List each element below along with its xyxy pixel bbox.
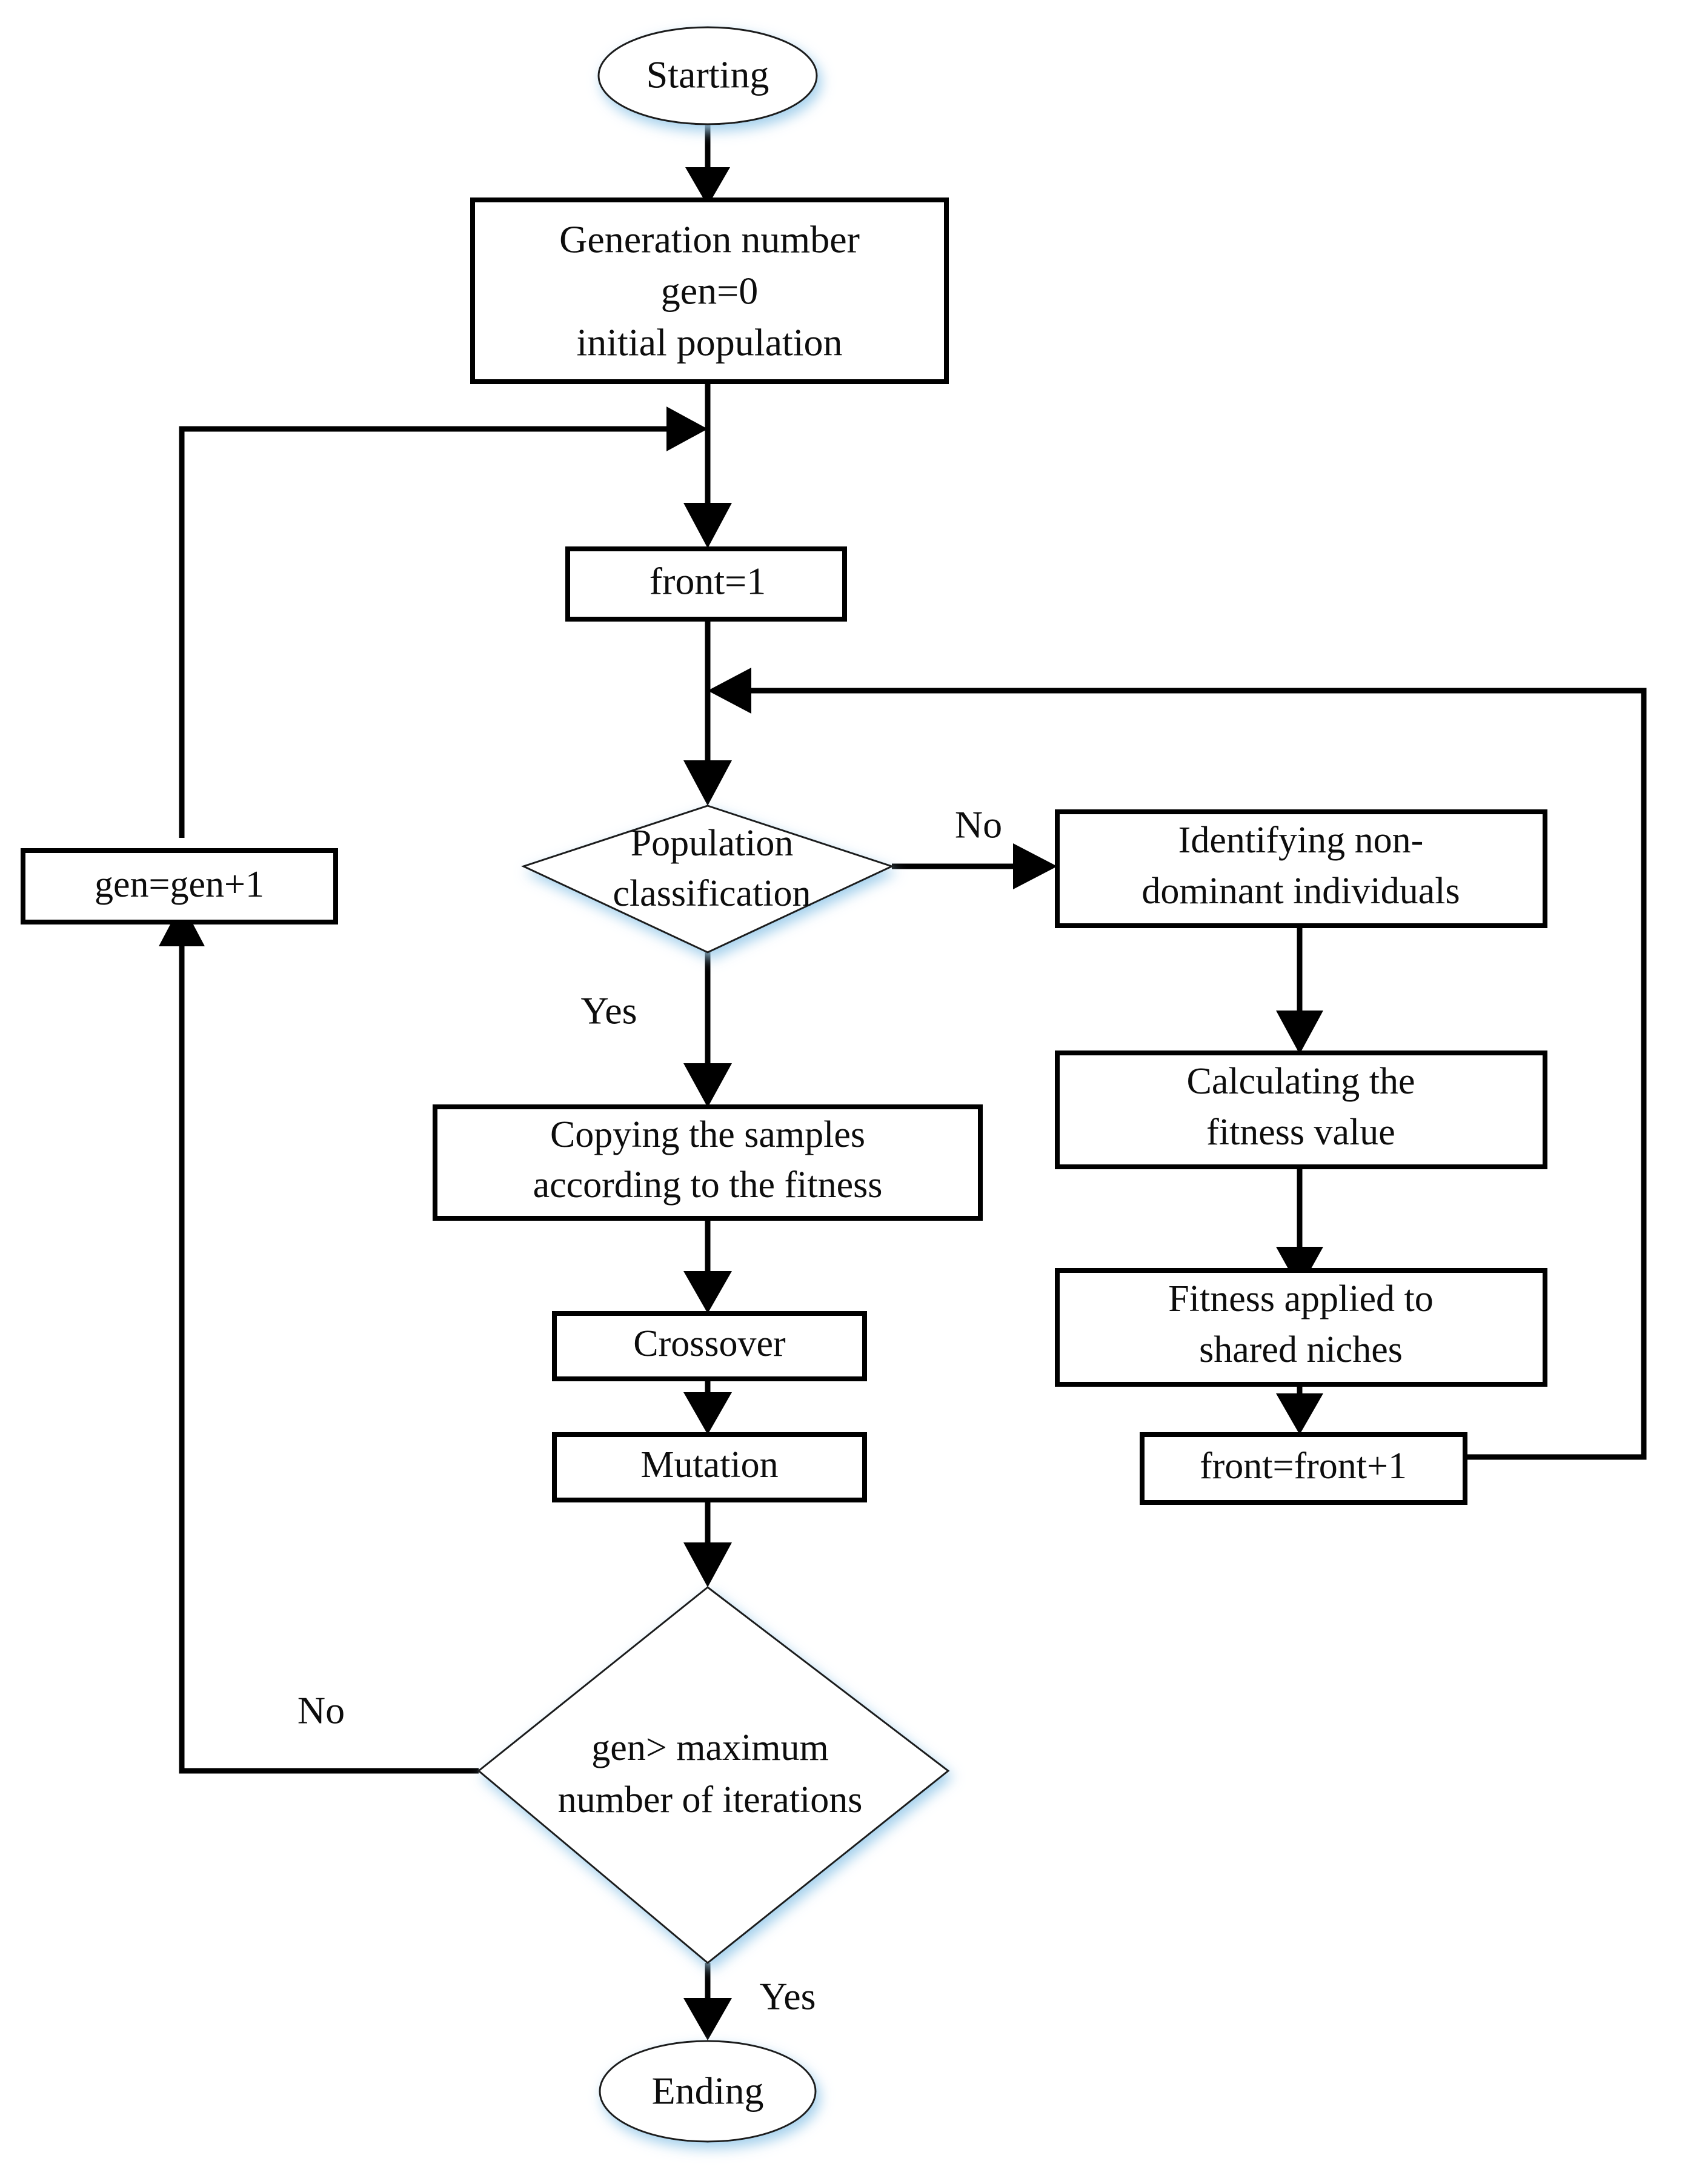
node-decision-iterations-line1: gen> maximum [591, 1727, 828, 1768]
edge-label-population-no: No [955, 803, 1002, 846]
node-end-label: Ending [652, 2069, 764, 2113]
edge-identify-to-calc [1276, 926, 1323, 1054]
node-front-increment[interactable]: front=front+1 [1140, 1432, 1467, 1505]
node-identify-line2: dominant individuals [1141, 871, 1460, 912]
node-calc-fitness[interactable]: Calculating the fitness value [1055, 1051, 1547, 1169]
node-calc-fitness-line1: Calculating the [1186, 1061, 1415, 1102]
node-init[interactable]: Generation number gen=0 initial populati… [470, 197, 949, 384]
node-mutation-label: Mutation [640, 1444, 778, 1485]
edge-mutation-to-decision [683, 1492, 732, 1587]
node-init-line3: initial population [576, 321, 842, 364]
edge-start-to-init [685, 124, 730, 206]
edge-population-no [892, 843, 1057, 889]
edge-iterations-yes [683, 1963, 732, 2040]
node-gen-increment-label: gen=gen+1 [95, 864, 264, 905]
edge-init-to-front1 [683, 382, 732, 548]
edge-label-iterations-yes: Yes [759, 1975, 816, 2018]
edge-front1-to-decision [683, 619, 732, 806]
node-identify[interactable]: Identifying non- dominant individuals [1055, 809, 1547, 928]
node-mutation[interactable]: Mutation [552, 1432, 867, 1502]
node-decision-population-line1: Population [631, 823, 794, 864]
node-init-line1: Generation number [559, 218, 860, 261]
node-calc-fitness-line2: fitness value [1206, 1112, 1395, 1153]
node-front-init-label: front=1 [650, 560, 766, 603]
edge-iterations-no [159, 903, 479, 1774]
node-front-init[interactable]: front=1 [565, 546, 847, 622]
node-identify-line1: Identifying non- [1178, 820, 1424, 861]
edge-niches-to-front-increment [1276, 1384, 1323, 1435]
edge-gen-increment-return [179, 407, 708, 838]
edge-label-iterations-no: No [297, 1689, 345, 1732]
node-decision-population-line2: classification [613, 873, 811, 914]
node-init-line2: gen=0 [661, 270, 759, 313]
node-shared-niches-line2: shared niches [1199, 1329, 1403, 1370]
node-copying-line2: according to the fitness [533, 1164, 883, 1206]
node-shared-niches-line1: Fitness applied to [1168, 1278, 1433, 1319]
node-decision-iterations[interactable]: gen> maximum number of iterations [477, 1586, 950, 1964]
node-gen-increment[interactable]: gen=gen+1 [21, 848, 338, 924]
edge-population-yes [683, 952, 732, 1107]
node-decision-iterations-line2: number of iterations [558, 1779, 863, 1821]
node-front-increment-label: front=front+1 [1200, 1445, 1407, 1487]
node-decision-population[interactable]: Population classification [520, 805, 895, 954]
node-crossover-label: Crossover [633, 1323, 786, 1364]
node-copying[interactable]: Copying the samples according to the fit… [433, 1104, 983, 1221]
edge-copying-to-crossover [683, 1208, 732, 1313]
node-shared-niches[interactable]: Fitness applied to shared niches [1055, 1268, 1547, 1387]
node-start-label: Starting [646, 53, 769, 96]
node-crossover[interactable]: Crossover [552, 1311, 867, 1381]
node-end[interactable]: Ending [599, 2040, 817, 2143]
edge-label-population-yes: Yes [580, 989, 637, 1032]
node-start[interactable]: Starting [597, 26, 818, 125]
node-copying-line1: Copying the samples [550, 1114, 865, 1155]
edge-front-increment-return [708, 668, 1647, 1460]
